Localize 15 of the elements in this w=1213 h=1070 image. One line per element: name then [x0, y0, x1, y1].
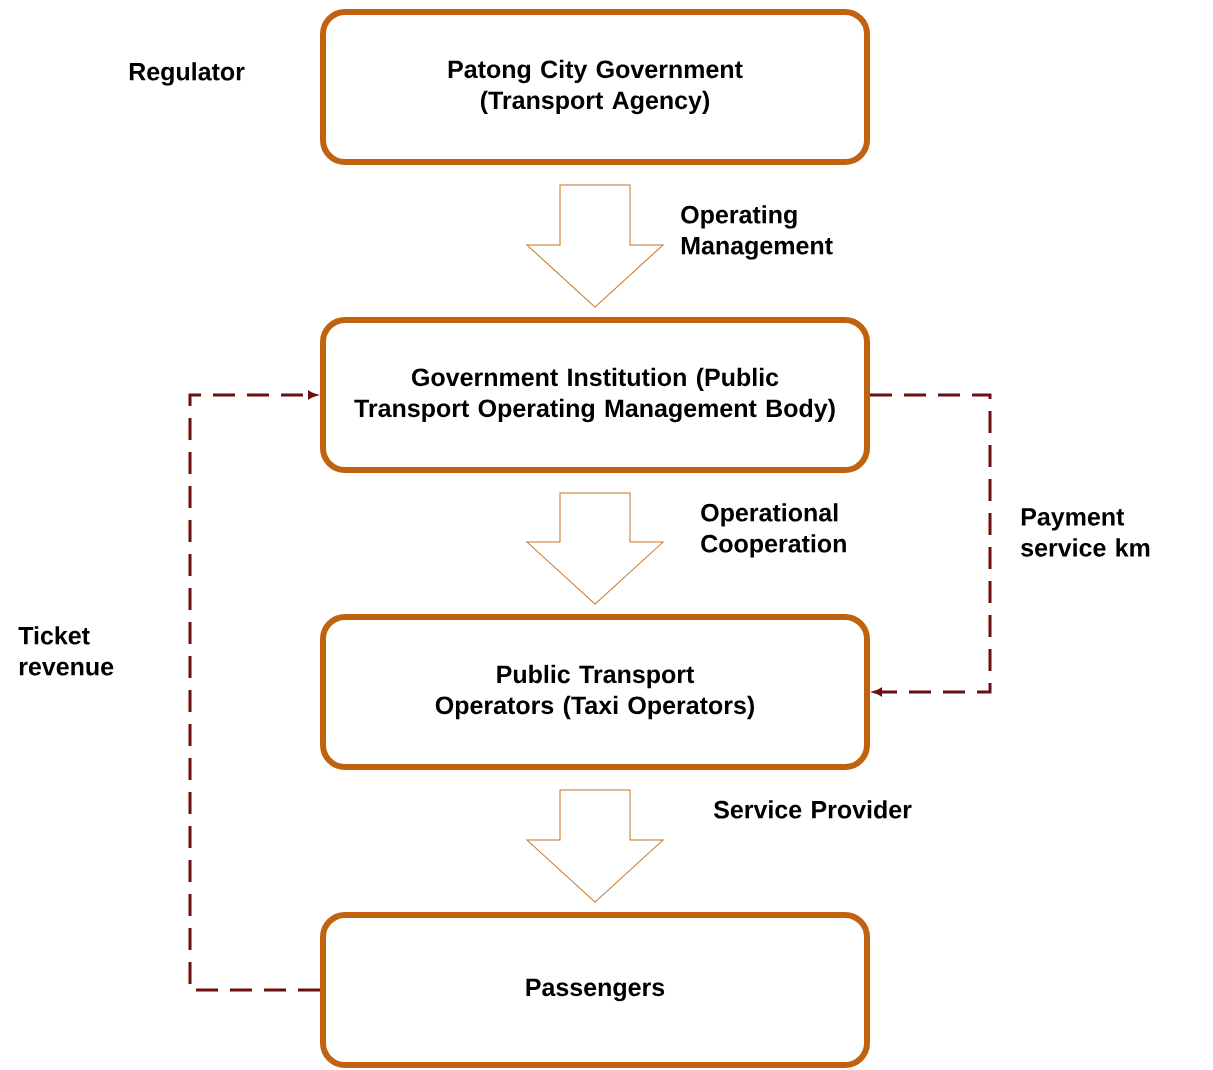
- process-box: Public Transport Operators (Taxi Operators): [320, 614, 870, 770]
- dashed-arrow: [188, 391, 320, 992]
- edge-label: Payment service km: [1021, 508, 1150, 557]
- dashed-arrow: [870, 393, 992, 696]
- block-arrow: [526, 789, 664, 903]
- edge-label: Ticket revenue: [18, 626, 114, 676]
- block-arrow: [526, 184, 664, 308]
- edge-label: Service Provider: [713, 800, 912, 819]
- process-box: Patong City Government (Transport Agency): [320, 9, 870, 165]
- role-label: Regulator: [129, 62, 245, 86]
- process-box: Passengers: [320, 912, 870, 1068]
- block-arrow: [526, 492, 664, 605]
- edge-label: Operational Cooperation: [701, 503, 846, 558]
- process-box: Government Institution (Public Transport Operating Management Body): [320, 317, 870, 473]
- edge-label: Operating Management: [681, 205, 833, 260]
